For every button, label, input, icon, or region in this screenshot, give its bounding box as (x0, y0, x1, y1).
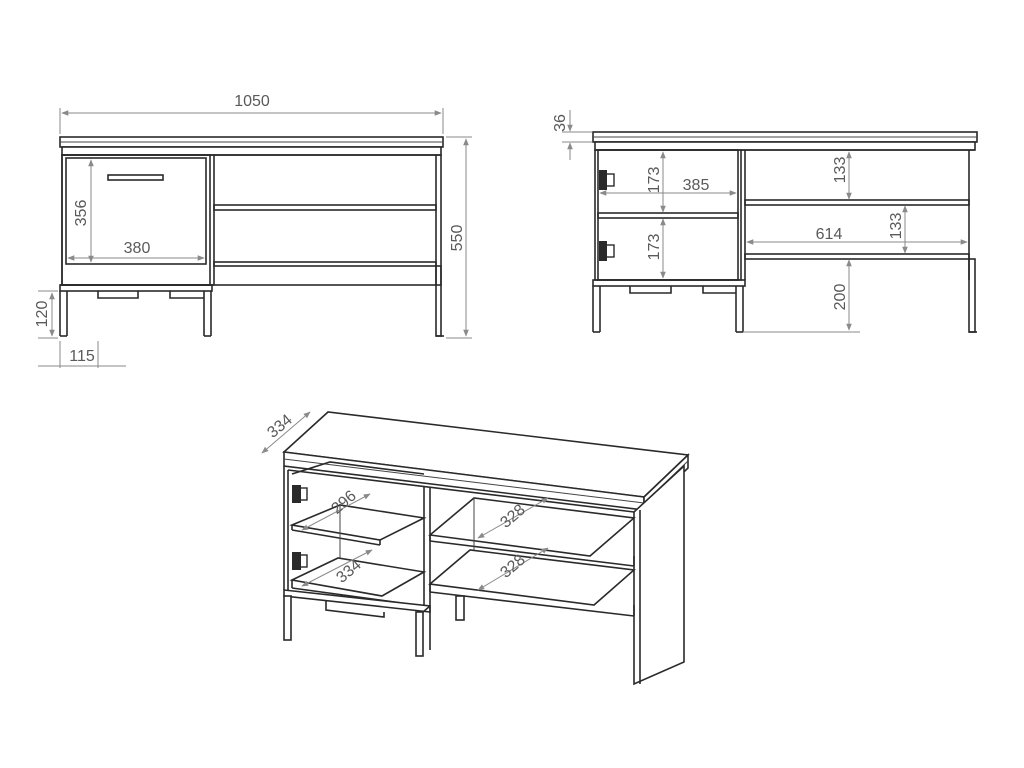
dim-top-thickness: 36 (552, 114, 569, 132)
dim-leg-offset: 115 (69, 348, 95, 365)
dim-shelf-upper: 133 (832, 157, 849, 184)
drawer-handle (107, 174, 164, 181)
dim-height: 550 (449, 225, 466, 252)
hinge-icon (292, 485, 308, 503)
front-drawer (65, 157, 207, 265)
open-left-cabinet (594, 149, 742, 281)
dim-shelf-width: 614 (816, 226, 843, 243)
dim-open-leg-height: 200 (832, 284, 849, 311)
open-left-shelf (597, 212, 739, 219)
open-leg-frame (592, 279, 746, 287)
dim-shelf-lower: 133 (888, 213, 905, 240)
front-shelf-upper (213, 204, 437, 211)
dim-depth: 334 (264, 411, 295, 441)
hinge-icon (599, 241, 615, 261)
iso-leg (283, 595, 292, 641)
iso-left-shelf-upper (289, 504, 427, 541)
iso-leg-back (455, 595, 465, 621)
front-shelf-lower (213, 261, 437, 267)
dim-drawer-width: 380 (124, 240, 151, 257)
dim-drawer-height: 356 (73, 200, 90, 227)
open-view: 36 173 173 385 133 133 614 200 (552, 110, 978, 333)
hinge-icon (292, 552, 308, 570)
open-right-leg (968, 258, 976, 333)
iso-leg-frame (283, 589, 431, 613)
iso-right-panel (633, 464, 685, 686)
open-shelf-upper (744, 199, 970, 206)
dim-width: 1050 (234, 93, 270, 110)
dim-leg-height: 120 (34, 301, 51, 328)
dim-door-lower: 173 (646, 234, 663, 261)
front-view: 1050 550 356 380 120 115 (34, 93, 472, 368)
isometric-view: 334 296 334 328 328 (261, 411, 690, 686)
open-top-trim (594, 141, 976, 151)
iso-leg (415, 611, 424, 657)
dim-door-width: 385 (683, 177, 710, 194)
dim-door-upper: 173 (646, 167, 663, 194)
hinge-icon (599, 170, 615, 190)
front-leg-frame (59, 284, 213, 292)
front-top-trim (61, 146, 442, 156)
front-right-leg (435, 265, 442, 337)
open-shelf-lower (744, 253, 970, 260)
